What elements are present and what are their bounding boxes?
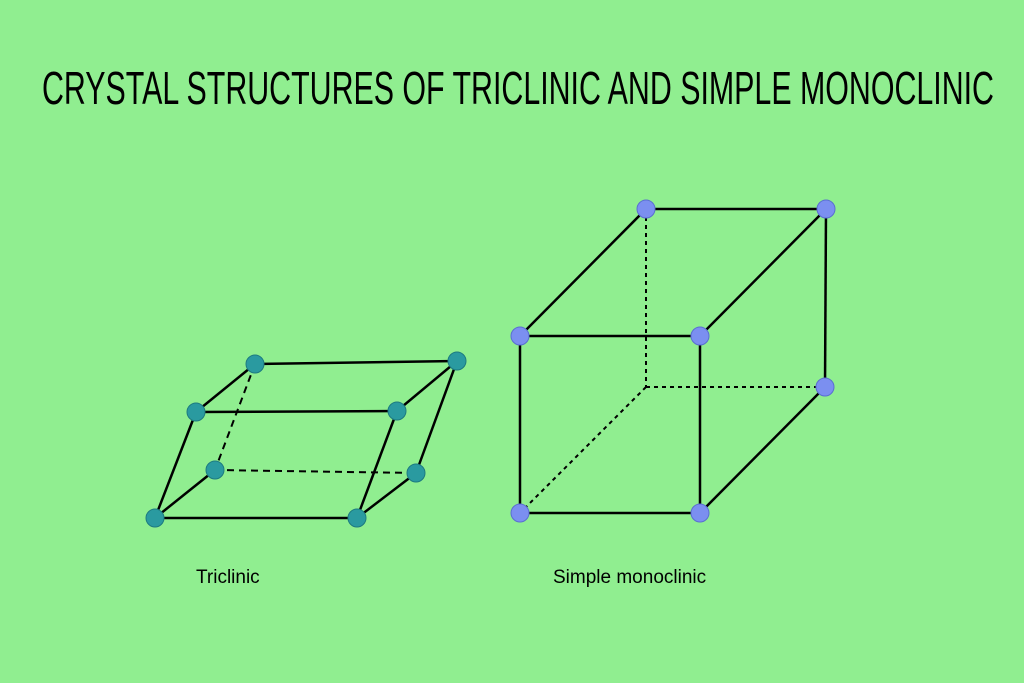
atom (636, 199, 656, 219)
atom (447, 351, 467, 371)
edge (414, 360, 459, 474)
edge (823, 208, 828, 388)
edge (195, 363, 256, 413)
edge (153, 411, 198, 519)
atom (815, 377, 835, 397)
atom (690, 326, 710, 346)
edge (699, 208, 827, 337)
hidden-edge (519, 386, 647, 514)
atom (347, 508, 367, 528)
edge (396, 360, 458, 412)
atom (245, 354, 265, 374)
monoclinic-structure (518, 207, 828, 515)
atom (186, 402, 206, 422)
monoclinic-label: Simple monoclinic (553, 567, 707, 588)
edge (355, 410, 399, 519)
atom (816, 199, 836, 219)
edge (356, 472, 417, 519)
hidden-edge (214, 469, 417, 474)
atom (510, 503, 530, 523)
triclinic-atoms (145, 351, 467, 528)
atom (205, 460, 225, 480)
triclinic-structure (153, 359, 459, 520)
edge (254, 359, 458, 366)
atom (690, 503, 710, 523)
edge (195, 409, 398, 414)
edge (699, 386, 826, 514)
edge (154, 469, 216, 519)
triclinic-label: Triclinic (196, 567, 260, 588)
atom (406, 463, 426, 483)
hidden-edge (214, 363, 256, 471)
edge (519, 208, 647, 337)
atom (510, 326, 530, 346)
atom (387, 401, 407, 421)
monoclinic-atoms (510, 199, 836, 523)
atom (145, 508, 165, 528)
